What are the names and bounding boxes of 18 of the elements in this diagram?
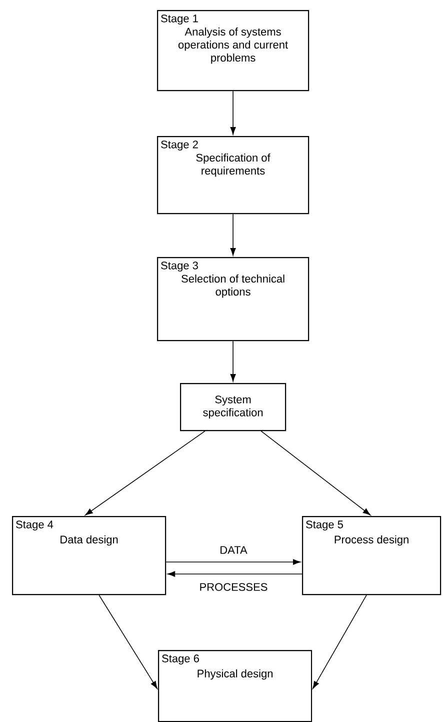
arrow [166, 559, 301, 565]
edge-label: PROCESSES [198, 582, 269, 592]
arrow [230, 90, 236, 135]
stage-box: Stage 5 Process design [302, 516, 442, 596]
stage-box: Stage 3 Selection of technical options [157, 257, 310, 342]
arrow [98, 594, 158, 689]
arrow [85, 430, 206, 516]
arrow [312, 594, 367, 689]
process-box: System specification [180, 383, 286, 432]
arrow [168, 571, 302, 577]
stage-box: Stage 1 Analysis of systems operations and current problems [157, 10, 310, 92]
arrow [260, 430, 370, 516]
edge-label: DATA [218, 545, 248, 555]
arrow [230, 214, 236, 256]
arrow [230, 340, 236, 382]
stage-box: Stage 6 Physical design [158, 650, 312, 722]
stage-box: Stage 2 Specification of requirements [157, 136, 310, 214]
stage-box: Stage 4 Data design [12, 516, 166, 596]
